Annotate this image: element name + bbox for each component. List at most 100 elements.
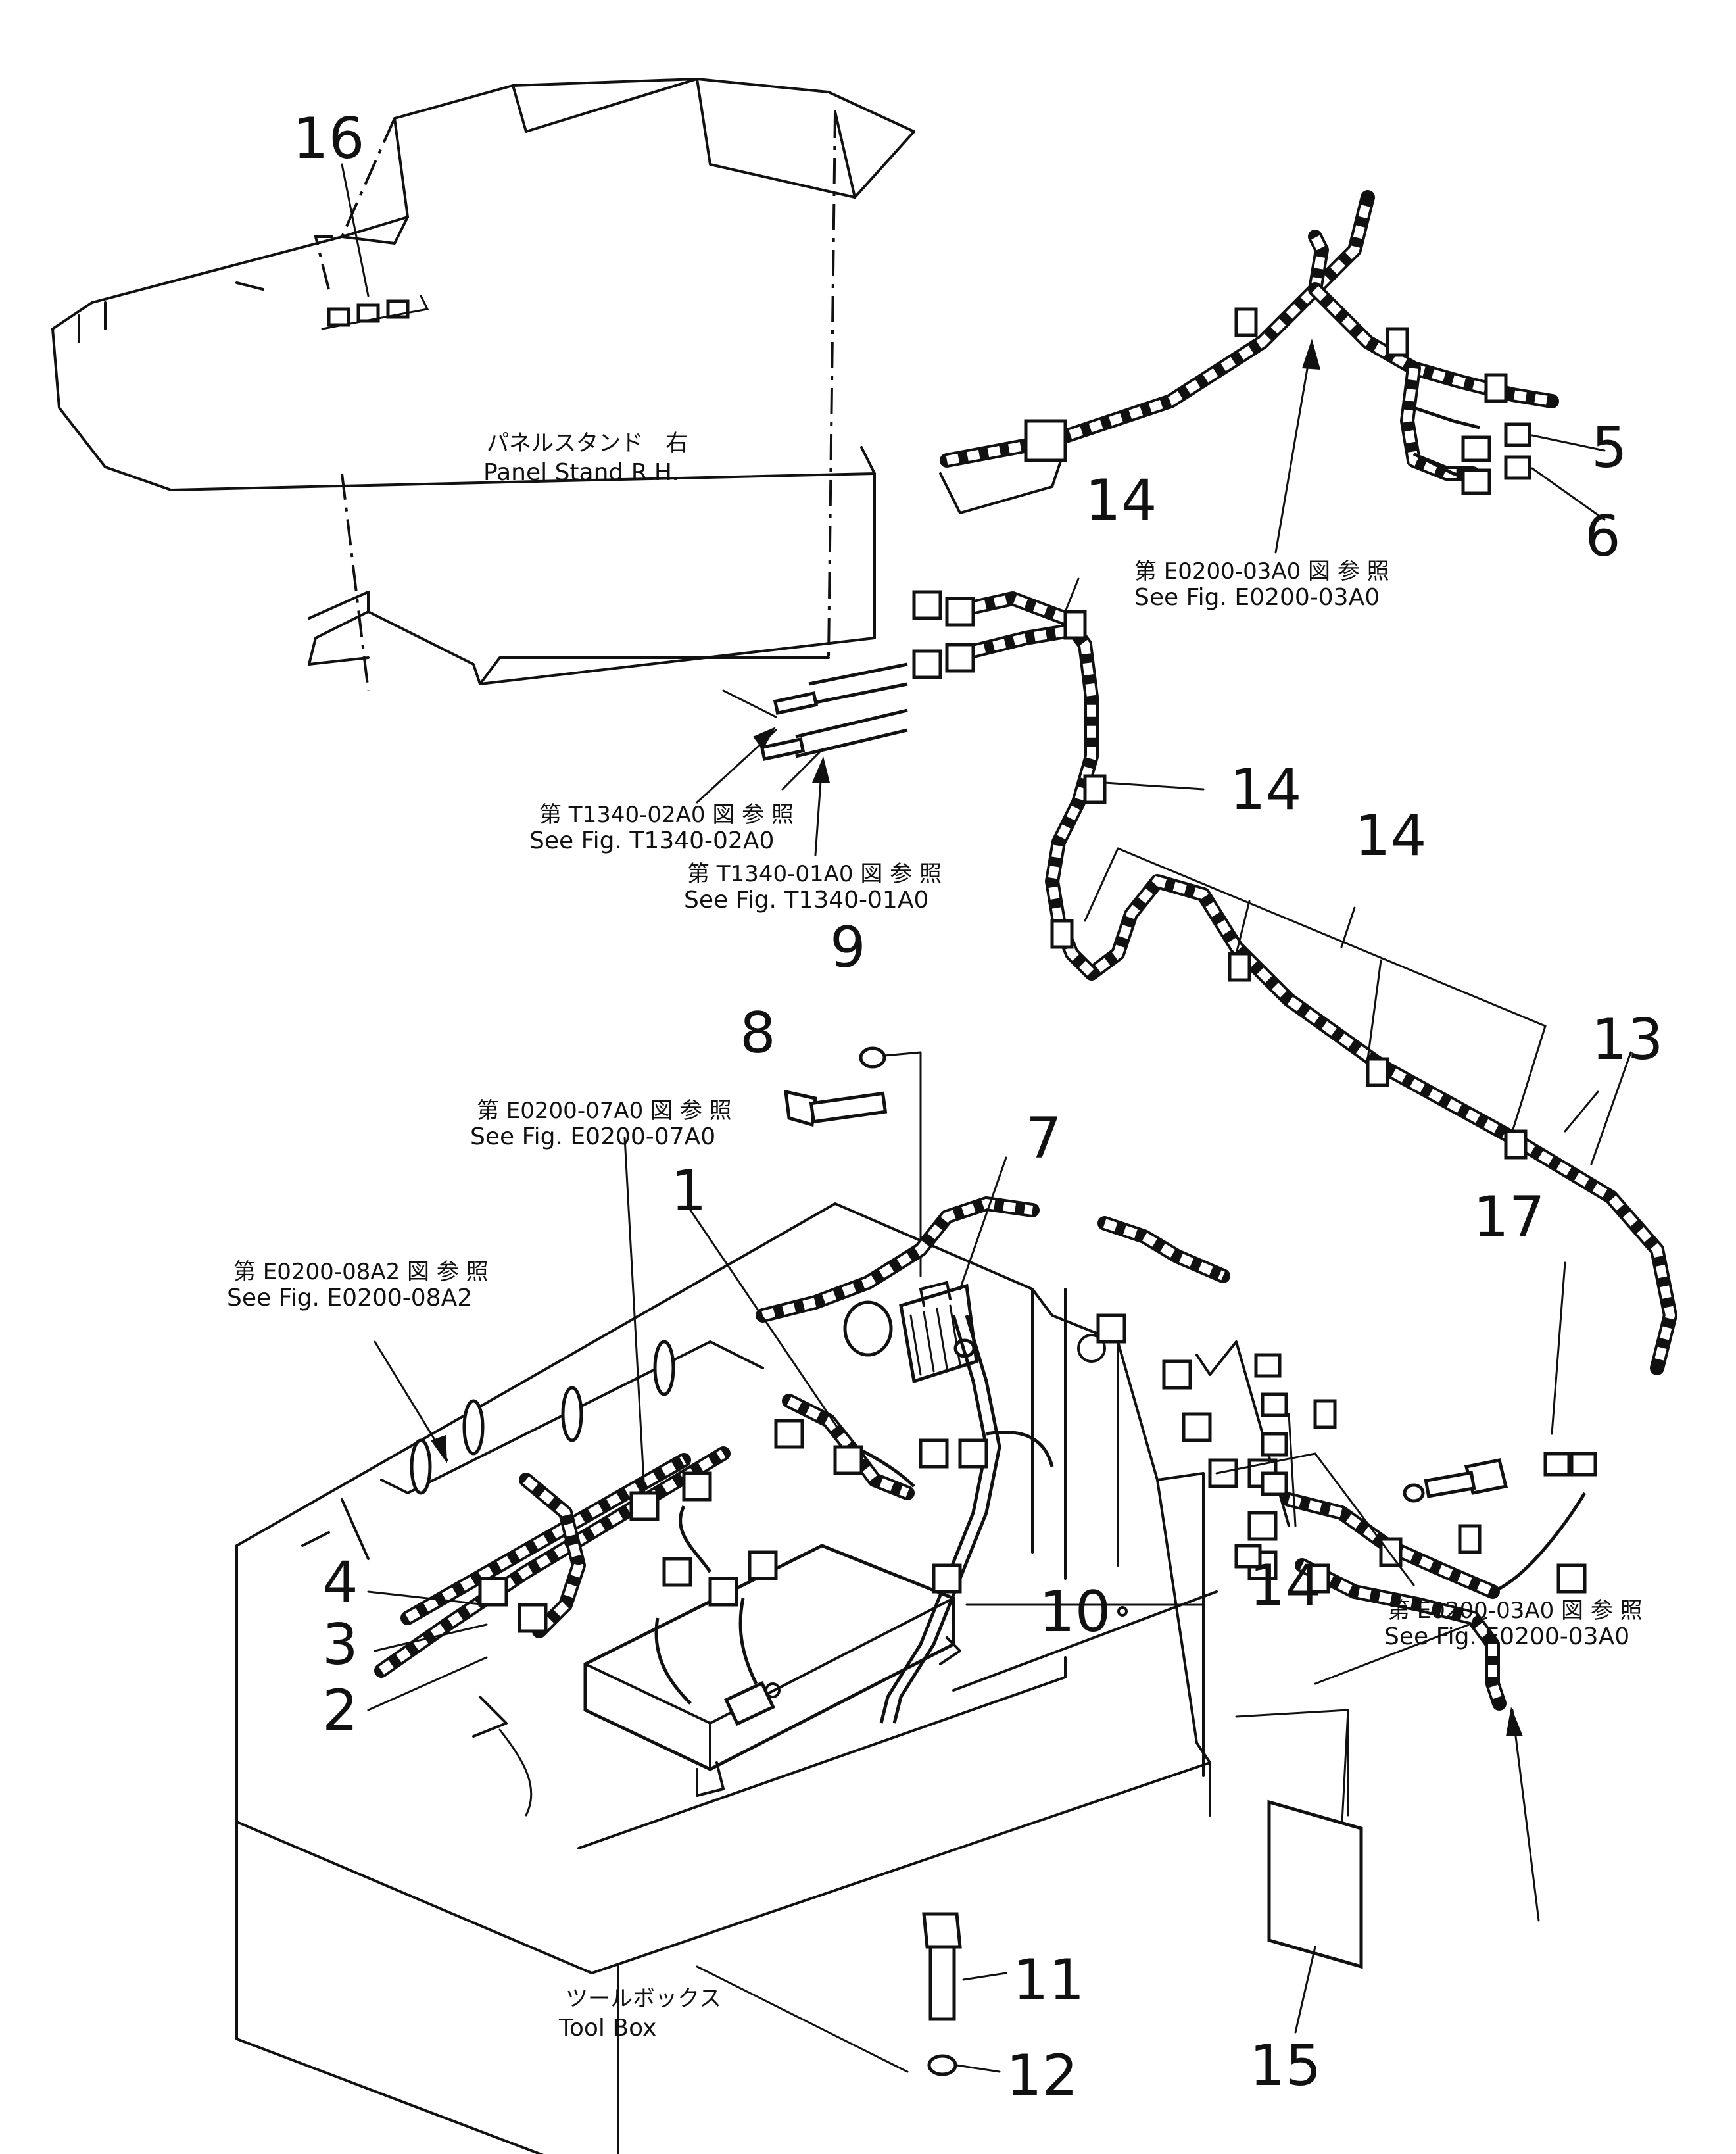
- clip-icon: [1458, 1524, 1482, 1554]
- reference-t1340-02a0-jp: 第 T1340-02A0 図 参 照: [539, 802, 794, 828]
- clip-icon: [1366, 1057, 1389, 1087]
- callout-14-bottom: 14: [1249, 1553, 1321, 1619]
- connector-icon: [945, 643, 975, 673]
- leader-lines: [367, 1090, 1599, 1711]
- connector-icon: [478, 1577, 508, 1607]
- connector-icon: [1182, 1412, 1212, 1442]
- connector-icon: [1461, 435, 1491, 462]
- grommet-icon: [653, 1340, 675, 1396]
- sensor-rod-icon: [760, 737, 806, 762]
- connector-icon: [919, 1438, 949, 1469]
- connector-cap-icon: [1254, 1353, 1282, 1378]
- reference-e0200-03a0-bottom-jp: 第 E0200-03A0 図 参 照: [1387, 1598, 1643, 1624]
- panel-stand-drawing: [51, 78, 915, 691]
- connector-icon: [912, 649, 942, 679]
- connector-icon: [1162, 1359, 1192, 1390]
- callout-4: 4: [322, 1550, 358, 1615]
- upper-harness: [939, 190, 1606, 554]
- bolt-head-icon: [784, 1089, 817, 1127]
- tool-box-label-en: Tool Box: [558, 2015, 656, 2042]
- callout-8: 8: [740, 1000, 776, 1066]
- reference-e0200-03a0-bottom-en: See Fig. E0200-03A0: [1384, 1623, 1629, 1650]
- connector-cap-icon: [1570, 1452, 1597, 1477]
- bolt-head-icon: [922, 1912, 962, 1949]
- connector-icon: [662, 1557, 692, 1587]
- reference-t1340-01a0-jp: 第 T1340-01A0 図 参 照: [687, 861, 942, 887]
- connector-cap-icon: [1543, 1452, 1571, 1477]
- grommet-icon: [561, 1386, 583, 1442]
- connector-icon: [945, 597, 975, 627]
- connector-icon: [1024, 419, 1067, 462]
- clip-icon: [1083, 774, 1107, 804]
- indicator-lamp-icon: [327, 307, 350, 327]
- tool-box-label-jp: ツールボックス: [566, 1986, 721, 2012]
- connector-icon: [629, 1491, 660, 1521]
- reference-e0200-07a0-jp: 第 E0200-07A0 図 参 照: [477, 1098, 732, 1124]
- connector-icon: [1096, 1313, 1126, 1344]
- connector-icon: [958, 1438, 988, 1469]
- connector-icon: [1556, 1563, 1587, 1594]
- washer-icon: [859, 1046, 886, 1069]
- callout-7: 7: [1026, 1106, 1062, 1171]
- washer-icon: [927, 2054, 957, 2076]
- callout-11: 11: [1013, 1947, 1084, 2013]
- callout-3: 3: [322, 1612, 358, 1678]
- callout-9: 9: [830, 915, 866, 981]
- bolt-icon: [1424, 1471, 1476, 1498]
- connector-cap-icon: [1234, 1544, 1262, 1569]
- connector-icon: [1208, 1458, 1238, 1488]
- connector-icon: [708, 1577, 738, 1607]
- connector-icon: [912, 590, 942, 620]
- callout-16: 16: [293, 106, 364, 172]
- clip-icon: [1050, 919, 1074, 949]
- relay-icon: [899, 1283, 978, 1384]
- reference-e0200-08a2-jp: 第 E0200-08A2 図 参 照: [233, 1259, 489, 1285]
- middle-harness: [696, 577, 1677, 1375]
- bolt-icon: [928, 1945, 956, 2021]
- callout-15: 15: [1249, 2033, 1321, 2099]
- grommet-icon: [843, 1300, 893, 1357]
- callout-1: 1: [671, 1158, 707, 1224]
- grommet-icon: [462, 1399, 485, 1456]
- connector-icon: [1247, 1511, 1278, 1541]
- connector-cap-icon: [1504, 422, 1531, 447]
- connector-icon: [748, 1550, 778, 1580]
- bolt-icon: [809, 1091, 888, 1124]
- bolt-washer-group: [784, 1046, 922, 1277]
- connector-icon: [1461, 468, 1491, 495]
- clip-icon: [1228, 952, 1251, 982]
- sensor-rod-icon: [773, 691, 819, 716]
- reference-e0200-07a0-en: See Fig. E0200-07A0: [470, 1123, 715, 1150]
- callout-12: 12: [1006, 2043, 1078, 2109]
- cover-plate-icon: [1267, 1799, 1363, 1969]
- clip-icon: [1504, 1129, 1528, 1160]
- connector-icon: [774, 1419, 804, 1449]
- grommet-icon: [410, 1438, 432, 1495]
- washer-icon: [1403, 1483, 1425, 1503]
- connector-icon: [932, 1563, 962, 1594]
- tool-box-drawing: [235, 1202, 1290, 2154]
- clip-icon: [1484, 373, 1508, 403]
- clip-icon: [1307, 1563, 1330, 1594]
- connector-cap-icon: [1261, 1392, 1288, 1417]
- clip-icon: [1313, 1399, 1337, 1429]
- panel-stand-label-jp: パネルスタンド 右: [487, 430, 688, 456]
- reference-e0200-03a0-top-en: See Fig. E0200-03A0: [1134, 584, 1380, 611]
- callout-13: 13: [1591, 1007, 1663, 1073]
- callout-6: 6: [1585, 504, 1621, 570]
- connector-cap-icon: [1504, 455, 1531, 480]
- connector-icon: [518, 1603, 548, 1633]
- connector-icon: [833, 1445, 863, 1475]
- callout-5: 5: [1591, 415, 1628, 481]
- callout-14-top: 14: [1085, 468, 1157, 533]
- clip-icon: [1234, 307, 1258, 337]
- clip-icon: [1063, 610, 1087, 640]
- reference-e0200-08a2-en: See Fig. E0200-08A2: [227, 1285, 472, 1311]
- connector-cap-icon: [1261, 1471, 1288, 1496]
- callout-14-mid: 14: [1230, 757, 1301, 823]
- reference-t1340-02a0-en: See Fig. T1340-02A0: [529, 827, 774, 854]
- reference-t1340-01a0-en: See Fig. T1340-01A0: [684, 887, 928, 914]
- callout-14-right: 14: [1355, 803, 1426, 869]
- clip-icon: [1379, 1537, 1403, 1567]
